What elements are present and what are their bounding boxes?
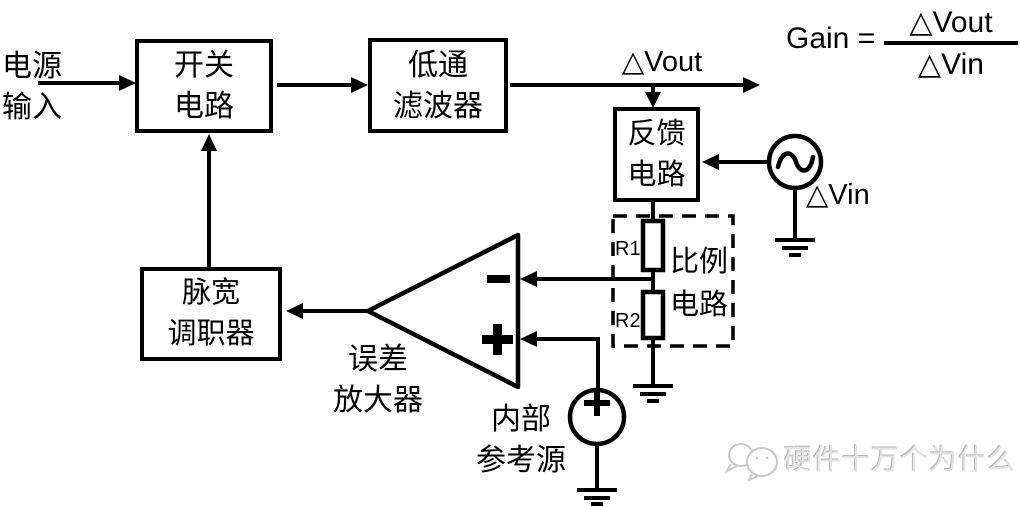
wechat-logo-icon [724, 443, 778, 483]
ground-icon-r2 [633, 384, 673, 403]
reference-label-line1: 内部 [491, 403, 551, 436]
arrowhead-into-feedback-right [702, 154, 719, 170]
block-feedback-circuit: 反馈 电路 [613, 107, 700, 202]
gain-equation-lhs: Gain = [786, 22, 876, 55]
proportional-dashed-box [611, 214, 735, 348]
r1-label: R1 [615, 238, 641, 260]
block-pwm-line1: 脉宽 [181, 277, 240, 309]
internal-reference-label: 内部 参考源 [468, 399, 574, 481]
plus-input-icon [482, 324, 513, 355]
arrowhead-into-switch [119, 75, 136, 91]
gain-numerator: △Vout [909, 6, 993, 39]
arrowhead-into-minus-input [520, 271, 537, 287]
power-input-line1: 电源 [2, 50, 62, 83]
block-switch-circuit: 开关 电路 [135, 39, 273, 133]
arrowhead-into-plus-input [520, 331, 537, 347]
proportional-circuit-label: 比例 电路 [664, 241, 734, 327]
ground-icon-dc [577, 488, 617, 506]
error-amp-label-line2: 放大器 [333, 384, 423, 417]
arrowhead-into-pwm [286, 303, 303, 319]
power-input-line2: 输入 [2, 91, 62, 124]
block-filter-line1: 低通 [408, 48, 468, 82]
proportional-label-line2: 电路 [669, 289, 728, 321]
op-amp-triangle [365, 232, 521, 390]
resistor-r2 [640, 289, 666, 341]
block-feedback-line1: 反馈 [627, 117, 686, 150]
sine-wave-icon [775, 151, 816, 173]
proportional-label-line1: 比例 [669, 246, 728, 278]
power-input-label: 电源 输入 [2, 46, 62, 128]
block-pwm-modulator: 脉宽 调职器 [140, 267, 282, 361]
dc-source-plus-icon [584, 390, 610, 416]
block-lowpass-filter: 低通 滤波器 [368, 38, 508, 133]
vin-label: △Vin [806, 179, 870, 211]
watermark-text: 硬件十万个为什么 [784, 444, 1017, 475]
resistor-r1 [640, 218, 666, 273]
minus-input-icon [487, 275, 510, 283]
error-amplifier-label: 误差 放大器 [328, 339, 428, 421]
reference-label-line2: 参考源 [476, 444, 566, 477]
block-switch-line2: 电路 [174, 90, 234, 123]
ground-icon-ac [775, 238, 815, 257]
arrowhead-into-feedback-top [645, 92, 661, 108]
block-feedback-line2: 电路 [627, 158, 686, 191]
block-pwm-line2: 调职器 [167, 318, 255, 350]
arrowhead-into-switch-bottom [201, 134, 217, 151]
block-filter-line2: 滤波器 [393, 89, 483, 123]
block-switch-line1: 开关 [174, 49, 234, 82]
arrowhead-into-filter [351, 77, 368, 93]
vout-label: △Vout [621, 46, 703, 78]
arrowhead-output [743, 77, 760, 93]
error-amp-label-line1: 误差 [348, 343, 408, 376]
gain-denominator: △Vin [918, 48, 984, 81]
r2-label: R2 [615, 310, 641, 332]
